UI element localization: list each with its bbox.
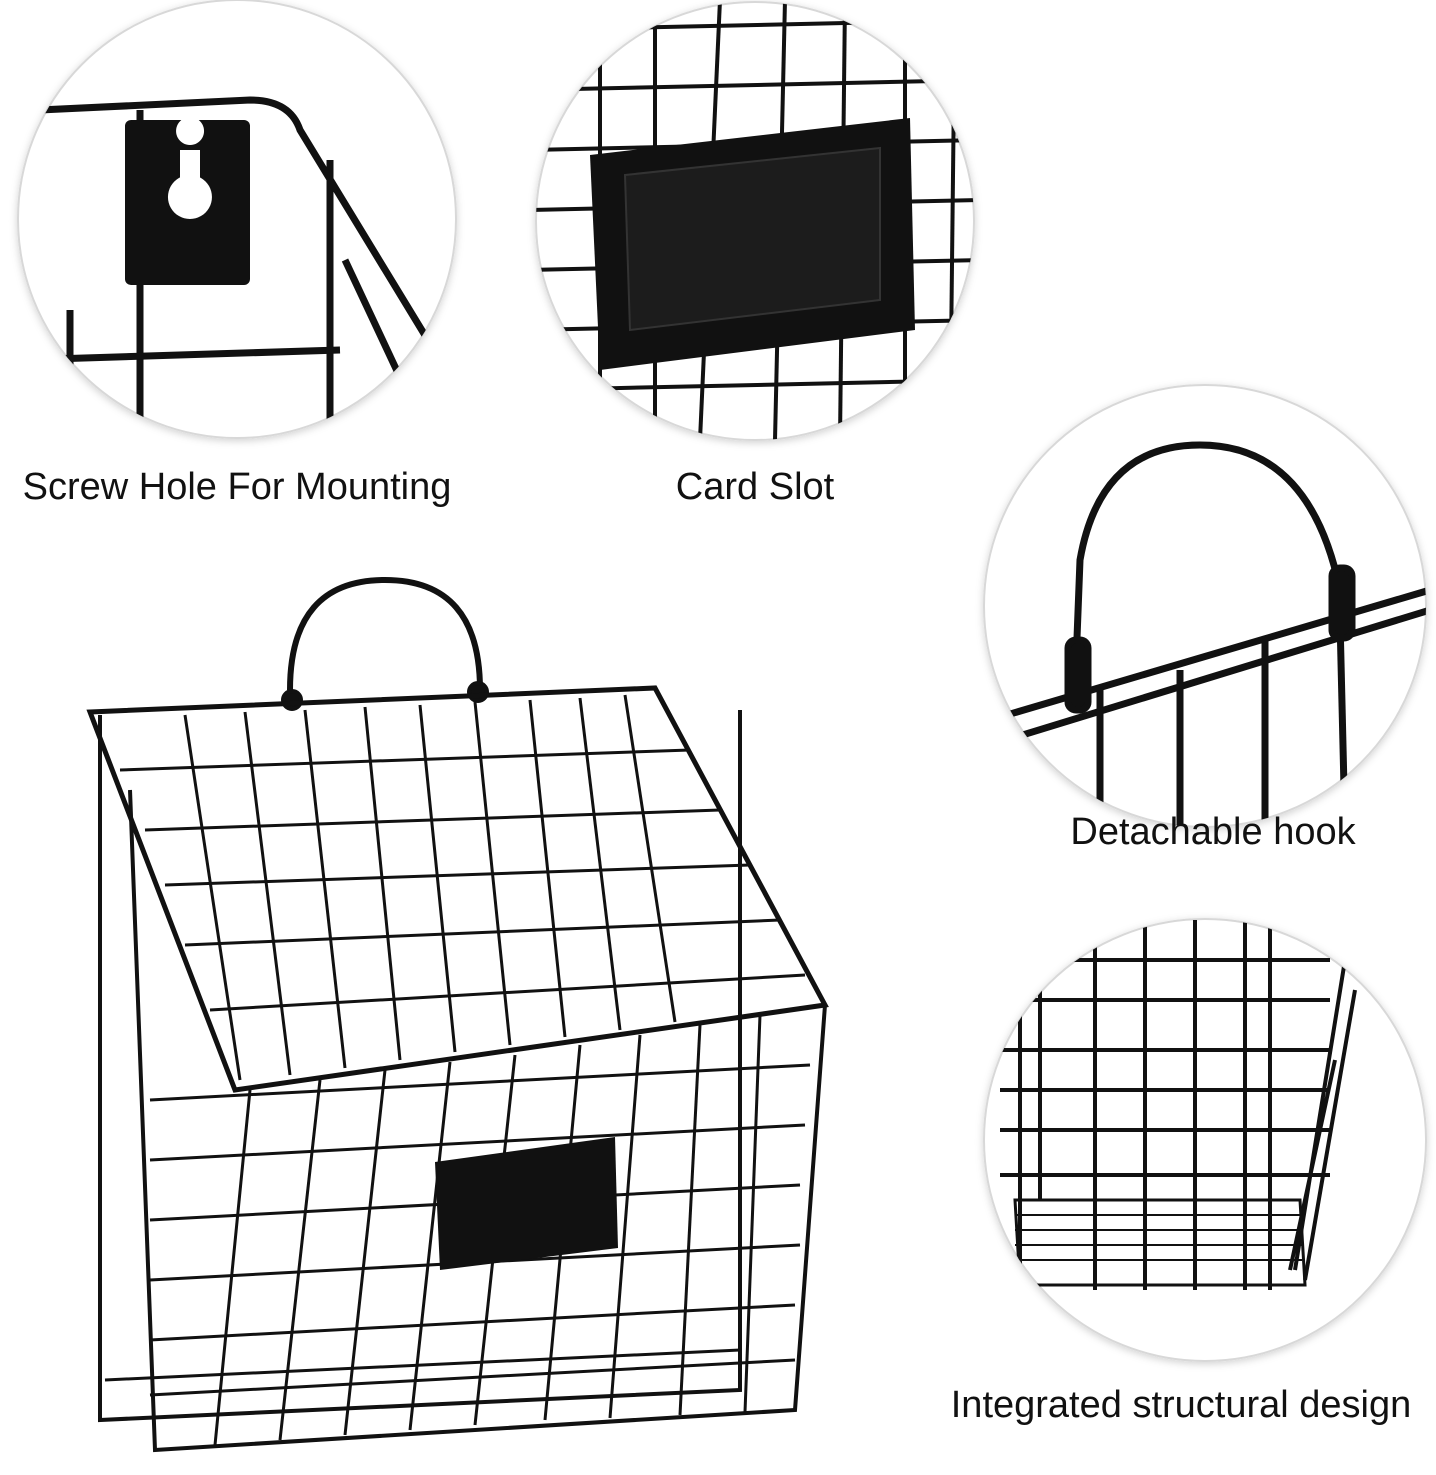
- feature-label-screw-hole: Screw Hole For Mounting: [22, 466, 452, 508]
- card-slot-plate: [435, 1137, 618, 1270]
- wire-basket-main-image: [86, 576, 829, 1453]
- detachable-hook-detail-circle: [983, 384, 1427, 828]
- screw-hole-detail-circle: [17, 0, 457, 439]
- structural-design-detail-circle: [983, 918, 1427, 1362]
- feature-label-structural-design: Integrated structural design: [950, 1384, 1412, 1426]
- feature-label-detachable-hook: Detachable hook: [1070, 811, 1356, 853]
- feature-label-card-slot: Card Slot: [675, 466, 835, 508]
- card-slot-detail-circle: [535, 1, 975, 441]
